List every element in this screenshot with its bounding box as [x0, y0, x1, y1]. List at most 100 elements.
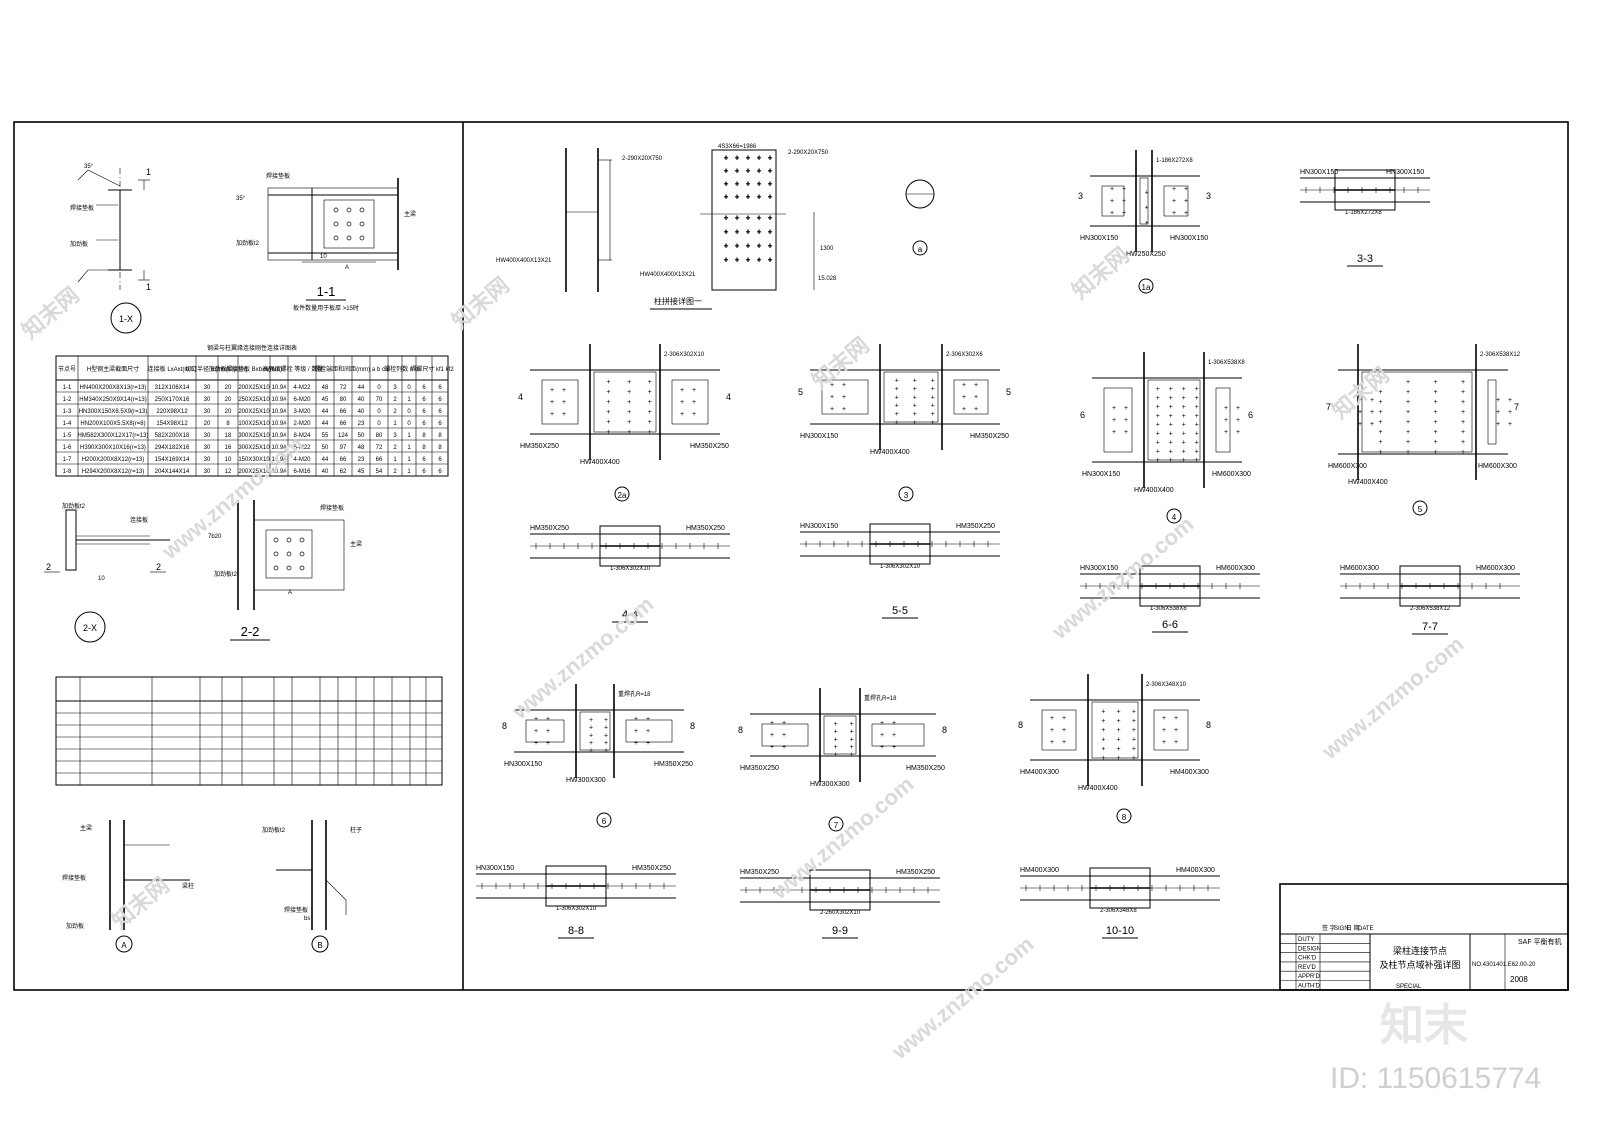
table-cell: HN400X200X8X13(r=13): [80, 385, 147, 391]
svg-text:+: +: [692, 411, 696, 418]
table-cell: 6: [422, 469, 426, 475]
svg-text:+: +: [589, 740, 593, 747]
table-header-cell: 高强度螺栓 等级 / 数量: [263, 365, 324, 373]
svg-text:+: +: [1101, 736, 1105, 743]
svg-text:+: +: [1132, 718, 1136, 725]
node-number: 6: [602, 817, 607, 826]
svg-text:+: +: [1182, 395, 1186, 402]
table-cell: 72: [340, 385, 347, 391]
svg-text:+: +: [1236, 429, 1240, 436]
table-cell: 45: [358, 469, 365, 475]
section-title: 9-9: [832, 925, 848, 937]
label-1x: 1-X: [119, 314, 133, 324]
svg-text:+: +: [606, 379, 610, 386]
table-header-cell: 螺栓列数 n m: [384, 365, 420, 373]
svg-text:+: +: [962, 382, 966, 389]
table-cell: 1: [407, 397, 411, 403]
svg-text:+: +: [1406, 409, 1410, 416]
svg-text:+: +: [1379, 439, 1383, 446]
member-label-column: HW250X250: [1126, 251, 1166, 258]
svg-text:+: +: [606, 399, 610, 406]
section-mark-right: 7: [1514, 402, 1519, 412]
table-cell: H390X300X10X16(r=13): [80, 445, 146, 451]
svg-text:+: +: [830, 382, 834, 389]
section-mark-right: 8: [1206, 720, 1211, 730]
svg-text:+: +: [895, 403, 899, 410]
member-label-column: HW400X400: [1078, 785, 1118, 792]
svg-text:+: +: [692, 387, 696, 394]
svg-text:+: +: [746, 257, 750, 264]
svg-text:+: +: [1195, 422, 1199, 429]
table-cell: 0: [377, 421, 381, 427]
svg-text:+: +: [757, 215, 761, 222]
sheet-border: [13, 121, 1569, 991]
svg-text:加劲板t2: 加劲板t2: [214, 570, 238, 578]
svg-text:+: +: [782, 720, 786, 727]
table-cell: 20: [225, 385, 232, 391]
table-cell: 72: [376, 445, 383, 451]
svg-text:+: +: [1062, 715, 1066, 722]
svg-text:+: +: [974, 382, 978, 389]
svg-text:+: +: [757, 243, 761, 250]
svg-text:+: +: [1406, 379, 1410, 386]
svg-text:+: +: [770, 732, 774, 739]
table-cell: 44: [322, 409, 329, 415]
member-label-left: HM400X300: [1020, 867, 1059, 874]
svg-text:+: +: [757, 194, 761, 201]
svg-text:+: +: [962, 406, 966, 413]
svg-text:+: +: [1379, 409, 1383, 416]
svg-text:+: +: [746, 181, 750, 188]
tb-col-label: SIGN: [1334, 926, 1349, 932]
svg-text:+: +: [1224, 405, 1228, 412]
tb-row-label: AUTH'D: [1298, 984, 1320, 990]
watermark-id: ID: 1150615774: [1330, 1062, 1541, 1095]
node-number: 8: [1122, 813, 1127, 822]
table-cell: 48: [358, 445, 365, 451]
table-cell: 66: [340, 457, 347, 463]
svg-text:+: +: [1434, 439, 1438, 446]
svg-text:+: +: [1195, 431, 1199, 438]
table-cell: HN300X150X6.5X9(r=13): [79, 409, 148, 415]
member-label-right: HN300X150: [1386, 169, 1424, 176]
label-a-small: a: [918, 245, 923, 254]
svg-text:+: +: [1461, 429, 1465, 436]
svg-text:+: +: [646, 740, 650, 747]
svg-text:+: +: [724, 229, 728, 236]
svg-text:主梁: 主梁: [350, 540, 362, 548]
watermark-text: 知末网: [807, 332, 874, 394]
svg-text:+: +: [1132, 708, 1136, 715]
svg-text:+: +: [757, 155, 761, 162]
watermark-text: www.znzmo.com: [156, 431, 308, 564]
svg-text:+: +: [1101, 746, 1105, 753]
svg-text:+: +: [1195, 386, 1199, 393]
section-mark-left: 4: [518, 392, 523, 402]
svg-text:+: +: [1050, 739, 1054, 746]
member-label-right: HM400X300: [1170, 769, 1209, 776]
svg-text:+: +: [895, 378, 899, 385]
svg-text:+: +: [1169, 448, 1173, 455]
svg-text:+: +: [1195, 448, 1199, 455]
svg-text:+: +: [1461, 399, 1465, 406]
svg-text:+: +: [895, 419, 899, 426]
svg-text:+: +: [1370, 421, 1374, 428]
table-cell: 10.9#: [271, 397, 287, 403]
watermark-text: 知末网: [107, 872, 174, 934]
svg-text:+: +: [931, 386, 935, 393]
table-cell: 200X25X10: [238, 409, 270, 415]
svg-text:+: +: [1358, 421, 1362, 428]
svg-text:+: +: [1182, 422, 1186, 429]
svg-text:+: +: [1508, 397, 1512, 404]
svg-text:+: +: [850, 744, 854, 751]
table-cell: 45: [322, 397, 329, 403]
member-label-right: HM350X250: [632, 865, 671, 872]
svg-text:+: +: [627, 429, 631, 436]
member-label-column: HW300X300: [566, 777, 606, 784]
table-cell: 1-5: [63, 433, 72, 439]
section-mark-right: 4: [726, 392, 731, 402]
svg-text:+: +: [1156, 386, 1160, 393]
svg-text:+: +: [768, 257, 772, 264]
section-title: 10-10: [1106, 925, 1134, 937]
table-cell: 2: [393, 397, 397, 403]
svg-text:+: +: [1156, 413, 1160, 420]
